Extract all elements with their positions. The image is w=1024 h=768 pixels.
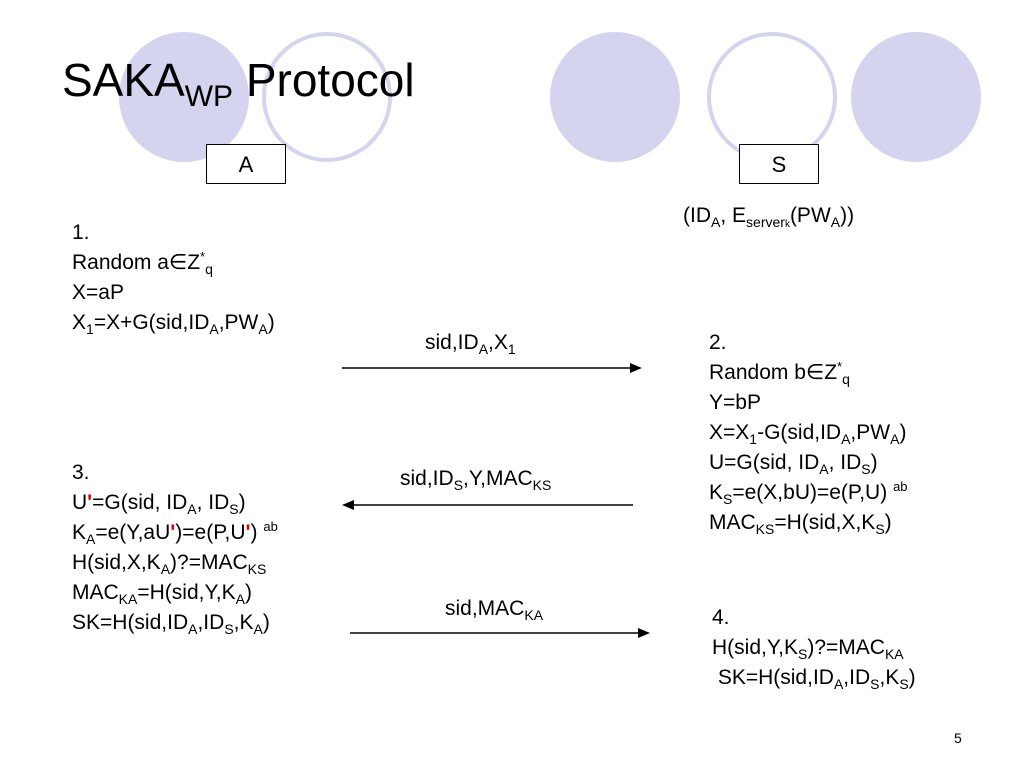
party-s-box: S (739, 144, 819, 184)
step-1-line-2: X=aP (72, 281, 124, 304)
step-2-line-5: KS=e(X,bU)=e(P,U) ab (709, 479, 908, 508)
arrow-a-to-s-2 (350, 628, 650, 638)
step-3-line-4: MACKA=H(sid,Y,KA) (72, 581, 252, 608)
message-2-label: sid,IDS,Y,MACKS (400, 467, 552, 494)
step-4-number: 4. (712, 606, 730, 629)
message-1-label: sid,IDA,X1 (425, 331, 516, 358)
step-2-number: 2. (709, 331, 727, 354)
decor-circle-1 (119, 32, 249, 162)
step-2-line-2: Y=bP (709, 391, 761, 414)
step-2-line-1: Random b∈Z*q (709, 359, 850, 388)
decor-circle-2 (550, 32, 680, 162)
step-3-line-5: SK=H(sid,IDA,IDS,KA) (72, 611, 270, 638)
step-1-number: 1. (72, 221, 90, 244)
step-2-line-6: MACKS=H(sid,X,KS) (709, 511, 892, 538)
step-3-block: 3. U'=G(sid, IDA, IDS) KA=e(Y,aU')=e(P,U… (72, 458, 278, 638)
page-number: 5 (954, 730, 962, 746)
message-3-label: sid,MACKA (445, 597, 544, 624)
step-3-number: 3. (72, 461, 90, 484)
step-2-line-3: X=X1-G(sid,IDA,PWA) (709, 421, 907, 448)
arrow-a-to-s-1 (342, 363, 642, 373)
party-a-box: A (206, 144, 286, 184)
step-2-block: 2. Random b∈Z*q Y=bP X=X1-G(sid,IDA,PWA)… (709, 328, 908, 538)
step-1-line-1: Random a∈Z*q (72, 249, 213, 278)
step-4-block: 4. H(sid,Y,KS)?=MACKA SK=H(sid,IDA,IDS,K… (712, 603, 916, 693)
step-1-block: 1. Random a∈Z*q X=aP X1=X+G(sid,IDA,PWA) (72, 218, 275, 338)
decor-ring-1 (262, 32, 392, 162)
slide-title: SAKAWP Protocol (62, 54, 415, 113)
step-1-line-3: X1=X+G(sid,IDA,PWA) (72, 311, 275, 338)
decor-circle-3 (851, 32, 981, 162)
server-stored-credential: (IDA, Eserverk(PWA)) (683, 204, 855, 231)
arrow-s-to-a (342, 500, 633, 510)
step-2-line-4: U=G(sid, IDA, IDS) (709, 451, 878, 478)
step-4-line-1: H(sid,Y,KS)?=MACKA (712, 636, 904, 663)
step-3-line-1: U'=G(sid, IDA, IDS) (72, 491, 246, 518)
step-3-line-3: H(sid,X,KA)?=MACKS (72, 551, 267, 578)
step-3-line-2: KA=e(Y,aU')=e(P,U') ab (72, 519, 278, 548)
step-4-line-2: SK=H(sid,IDA,IDS,KS) (712, 666, 916, 693)
